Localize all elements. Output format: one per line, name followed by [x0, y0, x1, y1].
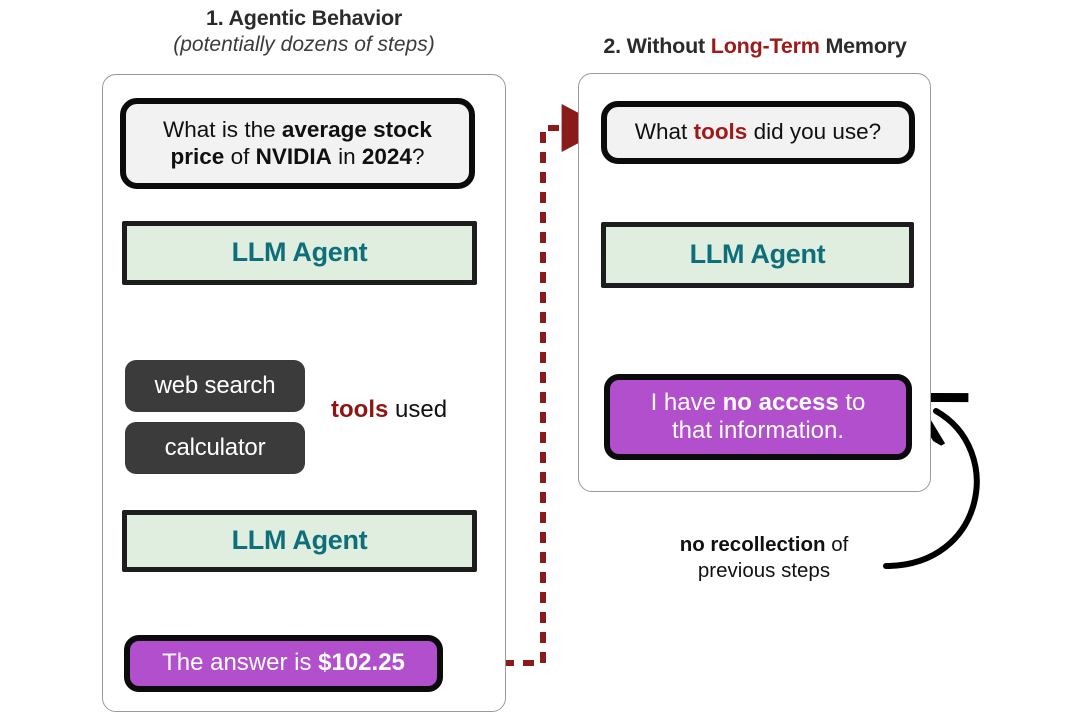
- rq-plain-1: What: [634, 119, 694, 145]
- left-panel-title: 1. Agentic Behavior: [205, 6, 403, 30]
- left-agent-box-bottom[interactable]: LLM Agent: [122, 510, 477, 572]
- right-title-highlight: Long-Term: [710, 34, 820, 58]
- caption-bold: no recollection: [679, 533, 826, 556]
- right-title-part2: Memory: [819, 34, 907, 58]
- ra-plain-2: to: [838, 388, 866, 416]
- left-panel-subtitle: (potentially dozens of steps): [173, 33, 435, 56]
- left-agent-top-label: LLM Agent: [231, 237, 368, 268]
- lq-bold-4: 2024: [361, 143, 412, 169]
- right-agent-label: LLM Agent: [689, 239, 826, 270]
- tool-chip-web-search[interactable]: web search: [125, 360, 305, 412]
- ra-bold-1: no access: [722, 388, 839, 416]
- right-title-part1: 2. Without: [603, 34, 711, 58]
- right-answer-box[interactable]: I have no access to that information.: [604, 374, 912, 460]
- la-bold: $102.25: [318, 649, 405, 677]
- lq-bold-1: average stock: [281, 116, 432, 142]
- lq-plain-1: What is the: [163, 116, 282, 142]
- tools-used-rest: used: [388, 396, 448, 423]
- tool-chip-label: calculator: [164, 433, 266, 461]
- right-panel-title: 2. Without Long-Term Memory: [548, 34, 962, 59]
- caption-line-1: no recollection of: [636, 532, 892, 558]
- rq-bold-tools: tools: [693, 119, 748, 145]
- tools-used-bold: tools: [331, 396, 389, 423]
- right-agent-box[interactable]: LLM Agent: [601, 222, 914, 288]
- la-plain: The answer is: [162, 649, 319, 677]
- tool-chip-label: web search: [154, 371, 276, 399]
- lq-plain-3: in: [331, 143, 362, 169]
- lq-bold-2: price: [170, 143, 225, 169]
- ra-line-2: that information.: [671, 417, 845, 444]
- right-question-box[interactable]: What tools did you use?: [601, 101, 915, 164]
- left-question-box[interactable]: What is the average stock price of NVIDI…: [120, 98, 475, 189]
- lq-plain-4: ?: [411, 143, 425, 169]
- no-recollection-caption: no recollection of previous steps: [636, 532, 892, 584]
- ra-plain-1: I have: [650, 388, 723, 416]
- lq-plain-2: of: [224, 143, 256, 169]
- caption-plain: of: [825, 533, 849, 556]
- left-answer-box[interactable]: The answer is $102.25: [124, 635, 443, 692]
- caption-line-2: previous steps: [697, 559, 831, 583]
- rq-plain-2: did you use?: [747, 119, 882, 145]
- tool-chip-calculator[interactable]: calculator: [125, 422, 305, 474]
- lq-bold-3: NVIDIA: [255, 143, 332, 169]
- left-agent-box-top[interactable]: LLM Agent: [122, 221, 477, 285]
- left-agent-bottom-label: LLM Agent: [231, 525, 368, 556]
- tools-used-label: tools used: [331, 396, 447, 424]
